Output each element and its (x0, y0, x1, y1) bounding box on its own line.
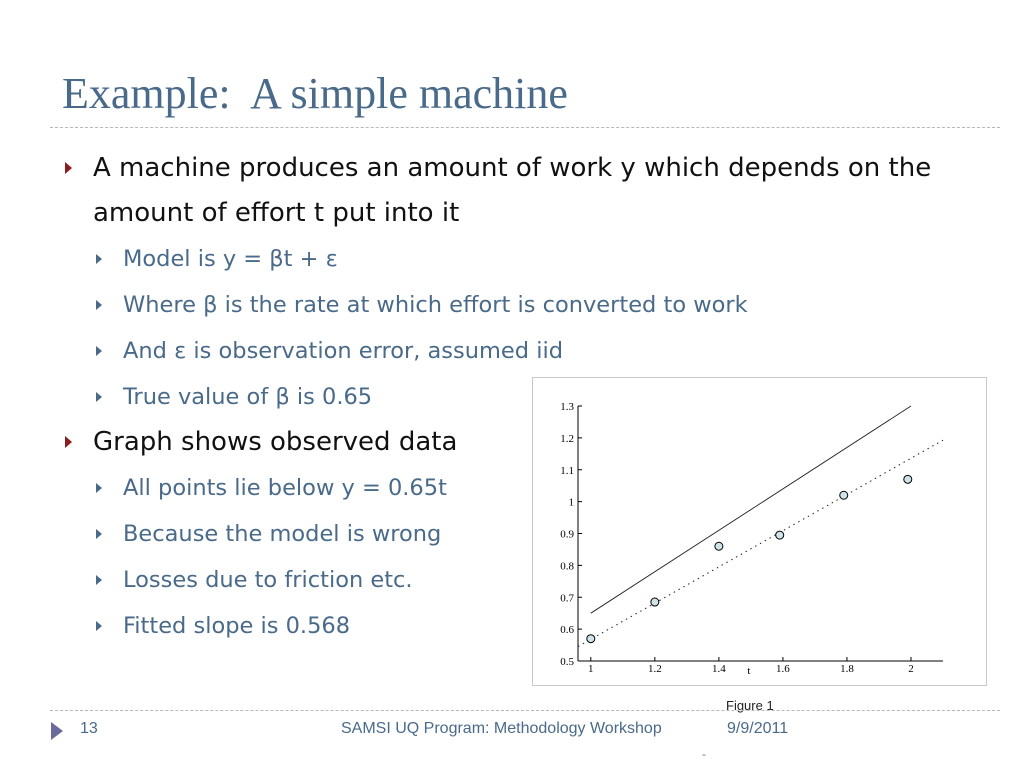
page-number: 13 (80, 720, 98, 737)
sub-bullet-arrow-icon (96, 254, 102, 264)
data-point (650, 597, 660, 607)
sub-bullet-text: True value of β is 0.65 (123, 384, 373, 410)
sub-bullet-true-beta: True value of β is 0.65 (62, 374, 972, 420)
data-point (775, 530, 785, 540)
footer-title: SAMSI UQ Program: Methodology Workshop (341, 720, 662, 737)
bullet-graph-shows-data: Graph shows observed data (62, 420, 972, 465)
sub-bullet-arrow-icon (96, 575, 102, 585)
sub-bullet-model-wrong: Because the model is wrong (62, 511, 972, 557)
x-tick-label: 1.8 (840, 663, 854, 675)
sub-bullet-text: Fitted slope is 0.568 (123, 613, 351, 639)
y-tick-label: 0.7 (560, 592, 574, 604)
sub-bullet-text: All points lie below y = 0.65t (123, 475, 447, 501)
y-tick-label: 0.5 (560, 656, 574, 668)
footer-divider (50, 710, 1000, 711)
title-divider (50, 127, 1000, 128)
y-tick-label: 0.8 (560, 560, 574, 572)
y-tick-label: 1 (569, 497, 575, 509)
sub-bullet-arrow-icon (96, 300, 102, 310)
y-tick-label: 1.3 (560, 401, 574, 413)
y-tick-label: 1.2 (560, 433, 574, 445)
sub-bullet-text: Model is y = βt + ε (123, 246, 338, 272)
figure-caption: Figure 1 (726, 698, 774, 713)
bullet-text: A machine produces an amount of work y w… (93, 153, 932, 228)
x-tick-label: 2 (908, 663, 914, 675)
sub-bullet-arrow-icon (96, 346, 102, 356)
footer-dash: - (702, 748, 706, 761)
y-tick-label: 0.6 (560, 624, 574, 636)
y-tick-label: 0.9 (560, 529, 574, 541)
sub-bullet-points-below: All points lie below y = 0.65t (62, 465, 972, 511)
sub-bullet-text: Losses due to friction etc. (123, 567, 413, 593)
scatter-chart: 0.5 0.6 0.7 0.8 0.9 1 1.1 1.2 1.3 1 1.2 1.4 1.6 1.8 2 t (560, 401, 944, 677)
bullet-machine-produces-work: A machine produces an amount of work y w… (62, 146, 972, 236)
sub-bullet-losses: Losses due to friction etc. (62, 557, 972, 603)
data-point (714, 541, 724, 551)
bullet-arrow-icon (65, 436, 72, 448)
sub-bullet-text: Where β is the rate at which effort is c… (123, 292, 748, 318)
sub-bullet-text: Because the model is wrong (123, 521, 442, 547)
footer-date: 9/9/2011 (727, 720, 789, 737)
data-point (839, 490, 849, 500)
data-point (586, 634, 596, 644)
sub-bullet-model: Model is y = βt + ε (62, 236, 972, 282)
sub-bullet-arrow-icon (96, 392, 102, 402)
sub-bullet-epsilon-error: And ε is observation error, assumed iid (62, 328, 972, 374)
y-tick-label: 1.1 (560, 465, 574, 477)
figure-frame: 0.5 0.6 0.7 0.8 0.9 1 1.1 1.2 1.3 1 1.2 1.4 1.6 1.8 2 t (532, 377, 987, 686)
data-point (903, 474, 913, 484)
sub-bullet-arrow-icon (96, 621, 102, 631)
x-tick-label: 1.2 (648, 663, 662, 675)
sub-bullet-text: And ε is observation error, assumed iid (123, 338, 563, 364)
bullet-text: Graph shows observed data (93, 427, 458, 457)
sub-bullet-arrow-icon (96, 529, 102, 539)
bullet-list: A machine produces an amount of work y w… (62, 146, 972, 649)
true-model-line (590, 405, 912, 614)
bullet-arrow-icon (65, 162, 72, 174)
sub-bullet-beta-rate: Where β is the rate at which effort is c… (62, 282, 972, 328)
sub-bullet-fitted-slope: Fitted slope is 0.568 (62, 603, 972, 649)
x-tick-label: 1.4 (712, 663, 726, 675)
x-axis-label: t (747, 665, 750, 677)
slide-title: Example: A simple machine (62, 69, 568, 118)
fitted-line (577, 439, 944, 648)
footer-triangle-icon (51, 722, 63, 740)
x-tick-label: 1.6 (776, 663, 790, 675)
x-tick-label: 1 (588, 663, 594, 675)
sub-bullet-arrow-icon (96, 483, 102, 493)
